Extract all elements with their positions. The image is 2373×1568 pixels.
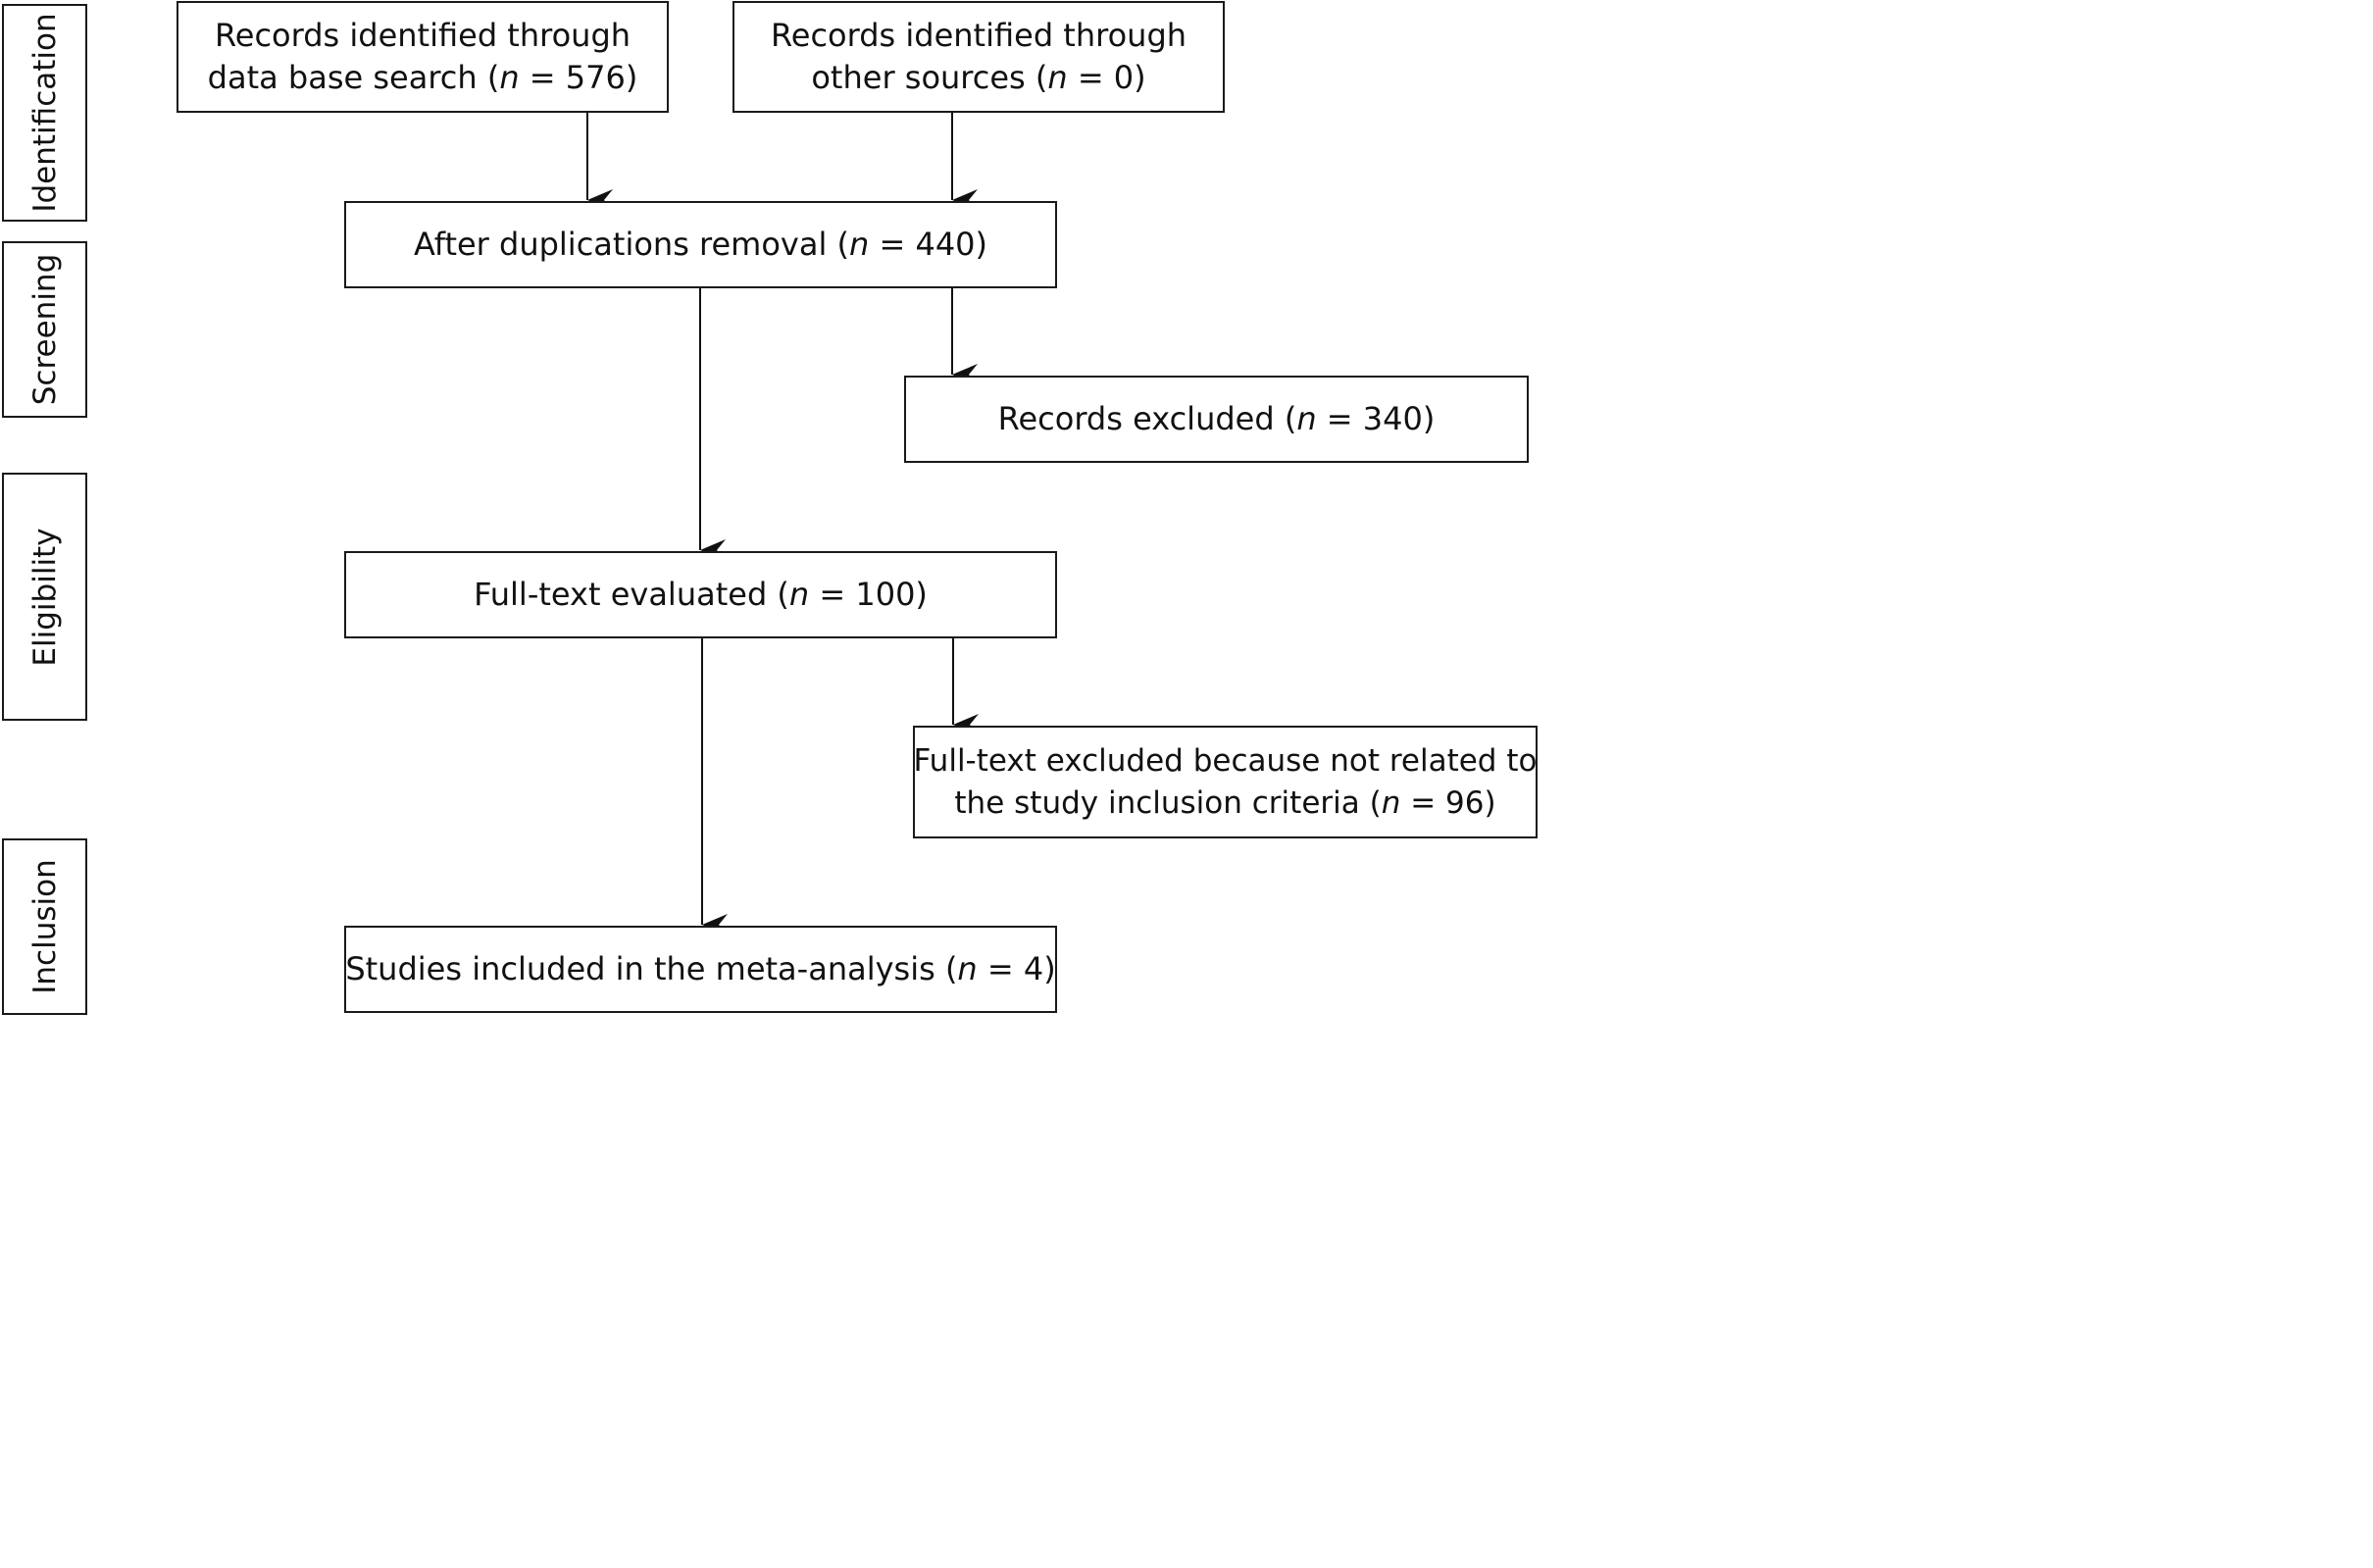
database-search-line-2: data base search (n = 576) [207, 59, 638, 96]
box-records-excluded: Records excluded (n = 340) [904, 376, 1529, 463]
box-database-search: Records identified through data base sea… [177, 1, 669, 113]
phase-eligibility: Eligibility [2, 473, 87, 721]
box-fulltext-evaluated: Full-text evaluated (n = 100) [344, 551, 1057, 638]
phase-screening: Screening [2, 241, 87, 418]
box-after-duplicates: After duplications removal (n = 440) [344, 201, 1057, 288]
fulltext-evaluated-line-1: Full-text evaluated (n = 100) [474, 576, 928, 613]
included-line-1: Studies included in the meta-analysis (n… [345, 950, 1056, 987]
phase-identification: Identification [2, 4, 87, 222]
box-other-sources: Records identified through other sources… [732, 1, 1225, 113]
phase-inclusion: Inclusion [2, 838, 87, 1015]
database-search-line-1: Records identified through [214, 17, 631, 54]
box-fulltext-excluded: Full-text excluded because not related t… [913, 726, 1538, 838]
records-excluded-line-1: Records excluded (n = 340) [997, 400, 1436, 437]
other-sources-line-2: other sources (n = 0) [811, 59, 1146, 96]
other-sources-line-1: Records identified through [770, 17, 1187, 54]
after-duplicates-line-1: After duplications removal (n = 440) [413, 226, 988, 263]
fulltext-excluded-line-1: Full-text excluded because not related t… [913, 742, 1538, 779]
fulltext-excluded-line-2: the study inclusion criteria (n = 96) [954, 784, 1496, 821]
flow-arrows [586, 113, 979, 936]
box-included: Studies included in the meta-analysis (n… [344, 926, 1057, 1013]
